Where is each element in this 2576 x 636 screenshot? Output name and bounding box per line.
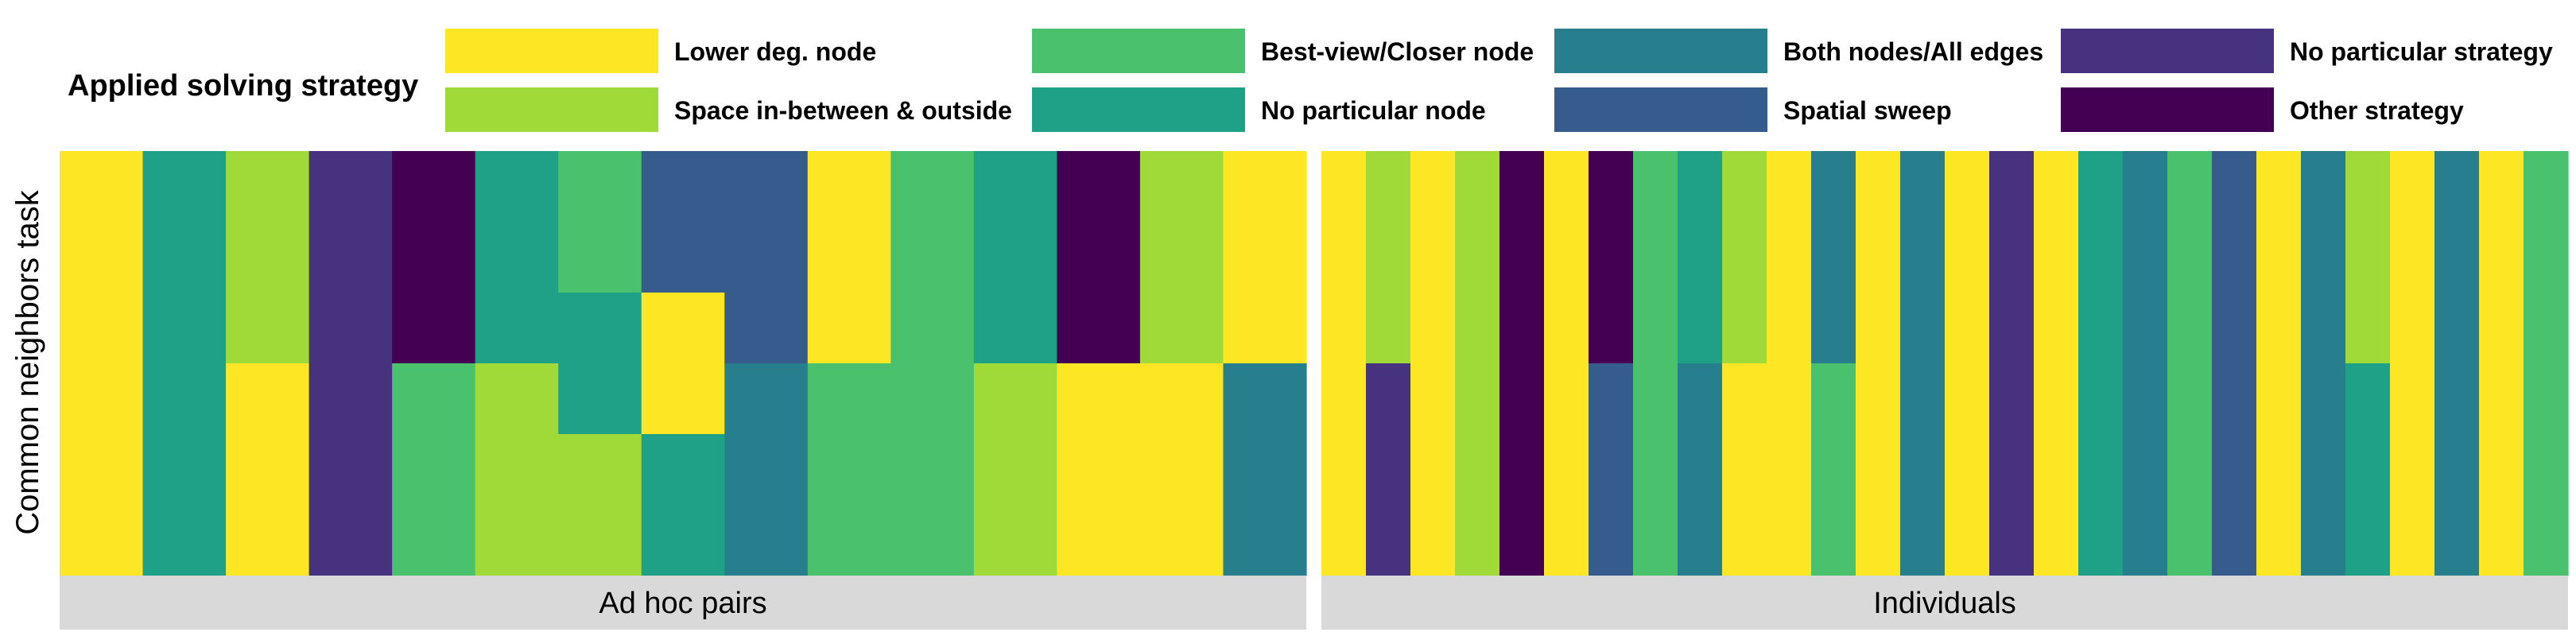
heatmap-tile-bestview bbox=[890, 151, 975, 576]
heatmap-tile-noparticularnode bbox=[558, 293, 642, 435]
heatmap-tile-bestview bbox=[807, 363, 891, 576]
heatmap-tile-sweep bbox=[2212, 151, 2257, 576]
heatmap-tile-noparticularnode bbox=[142, 151, 227, 576]
heatmap-tile-lower bbox=[2479, 151, 2524, 576]
heatmap-tile-lower bbox=[1722, 363, 1767, 576]
heatmap-tile-other bbox=[1589, 151, 1634, 364]
heatmap-tile-noparticularnode bbox=[2078, 151, 2124, 576]
heatmap-tile-space bbox=[973, 363, 1057, 576]
heatmap-tile-space bbox=[2345, 151, 2391, 364]
heatmap-tile-lower bbox=[1767, 363, 1812, 576]
heatmap-tile-other bbox=[392, 151, 476, 364]
facet-strip bbox=[1321, 576, 2568, 630]
heatmap-tile-sweep bbox=[1589, 363, 1634, 576]
legend-swatch-noparticularnode bbox=[1032, 87, 1245, 132]
legend-swatch-lower bbox=[445, 29, 658, 73]
facet-strip bbox=[60, 576, 1306, 630]
heatmap-tile-nostrategy bbox=[1989, 151, 2035, 576]
panel-1: Ad hoc pairs bbox=[60, 151, 1307, 630]
heatmap-tile-lower bbox=[641, 293, 725, 435]
heatmap-tile-bothnodes bbox=[1811, 151, 1856, 364]
legend-label-sweep: Spatial sweep bbox=[1783, 96, 1952, 125]
legend-label-bothnodes: Both nodes/All edges bbox=[1783, 37, 2043, 66]
heatmap-tile-lower bbox=[1945, 151, 1990, 576]
heatmap-tile-lower bbox=[1321, 151, 1367, 576]
heatmap-tile-bestview bbox=[2167, 151, 2213, 576]
heatmap-tile-bothnodes bbox=[724, 363, 809, 576]
heatmap-tile-lower bbox=[1544, 151, 1589, 576]
heatmap-tile-nostrategy bbox=[1366, 363, 1411, 576]
legend-swatch-bestview bbox=[1032, 29, 1245, 73]
heatmap-tile-bothnodes bbox=[2434, 151, 2480, 576]
heatmap-tile-other bbox=[1057, 151, 1141, 364]
heatmap-tile-bestview bbox=[2524, 151, 2569, 576]
heatmap-tile-noparticularnode bbox=[641, 434, 725, 576]
heatmap-tile-other bbox=[1499, 151, 1545, 576]
heatmap-tile-nostrategy bbox=[308, 151, 393, 576]
heatmap-tile-lower bbox=[1057, 363, 1141, 576]
heatmap-tile-bothnodes bbox=[1900, 151, 1946, 576]
legend-label-noparticularnode: No particular node bbox=[1261, 96, 1486, 125]
legend-swatch-bothnodes bbox=[1554, 29, 1767, 73]
heatmap-tile-noparticularnode bbox=[1678, 151, 1723, 364]
heatmap-tile-sweep bbox=[724, 151, 809, 364]
heatmap-tile-space bbox=[1455, 151, 1500, 576]
legend-swatch-sweep bbox=[1554, 87, 1767, 132]
legend-label-space: Space in-between & outside bbox=[674, 96, 1012, 125]
facet-strip-label: Ad hoc pairs bbox=[599, 587, 766, 620]
panels: Ad hoc pairs Individuals bbox=[60, 151, 2569, 630]
heatmap-tile-bothnodes bbox=[2123, 151, 2168, 576]
heatmap-tile-lower bbox=[807, 151, 891, 364]
panel-2: Individuals bbox=[1321, 151, 2569, 630]
heatmap-tile-bestview bbox=[558, 151, 642, 293]
heatmap-tile-bestview bbox=[1633, 151, 1678, 576]
heatmap-tile-bothnodes bbox=[1678, 363, 1723, 576]
heatmap-tile-space bbox=[1366, 151, 1411, 364]
heatmap-tile-space bbox=[1139, 151, 1224, 364]
heatmap-tile-noparticularnode bbox=[973, 151, 1057, 364]
heatmap-tile-lower bbox=[1767, 151, 1812, 364]
legend-swatch-space bbox=[445, 87, 658, 132]
legend-swatch-other bbox=[2061, 87, 2274, 132]
heatmap-tile-bestview bbox=[392, 363, 476, 576]
heatmap-tile-lower bbox=[2390, 151, 2435, 576]
heatmap-tile-lower bbox=[226, 363, 310, 576]
heatmap-tile-space bbox=[1722, 151, 1767, 364]
heatmap-tile-bothnodes bbox=[2301, 151, 2346, 576]
heatmap-tile-lower bbox=[1410, 151, 1456, 576]
heatmap-tile-sweep bbox=[641, 151, 725, 293]
heatmap-tile-lower bbox=[60, 151, 144, 576]
legend-swatch-nostrategy bbox=[2061, 29, 2274, 73]
heatmap-tile-bestview bbox=[1811, 363, 1856, 576]
legend-label-lower: Lower deg. node bbox=[674, 37, 876, 66]
y-axis-label: Common neighbors task bbox=[10, 189, 45, 535]
heatmap-tile-bothnodes bbox=[1223, 363, 1307, 576]
legend-label-other: Other strategy bbox=[2290, 96, 2464, 125]
heatmap-tile-space bbox=[558, 434, 642, 576]
heatmap-tile-space bbox=[475, 363, 559, 576]
heatmap-tile-lower bbox=[1223, 151, 1307, 364]
heatmap-tile-lower bbox=[1856, 151, 1901, 576]
heatmap-tile-lower bbox=[2034, 151, 2079, 576]
heatmap-tile-lower bbox=[2256, 151, 2302, 576]
legend-label-bestview: Best-view/Closer node bbox=[1261, 37, 1534, 66]
legend-title: Applied solving strategy bbox=[68, 69, 418, 103]
heatmap-tile-noparticularnode bbox=[475, 151, 559, 364]
heatmap-tile-lower bbox=[1139, 363, 1224, 576]
heatmap-tile-noparticularnode bbox=[2345, 363, 2391, 576]
facet-strip-label: Individuals bbox=[1873, 587, 2016, 620]
heatmap-tile-space bbox=[226, 151, 310, 364]
legend-label-nostrategy: No particular strategy bbox=[2290, 37, 2553, 66]
